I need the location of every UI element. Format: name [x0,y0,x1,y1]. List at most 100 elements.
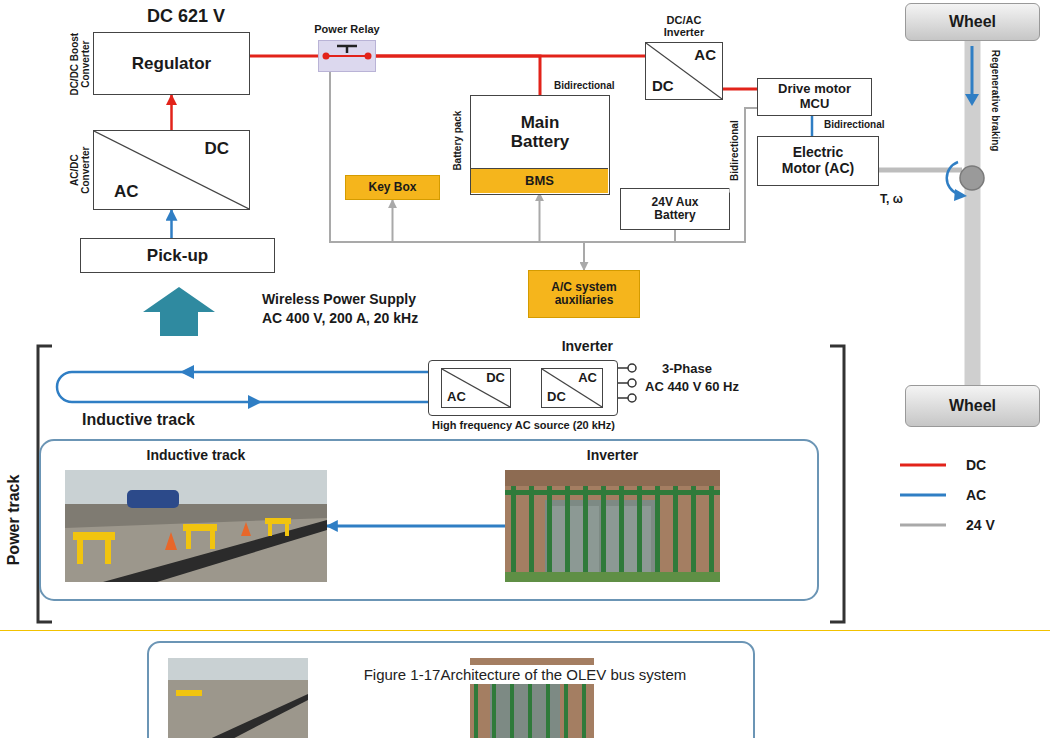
node-text: Power Relay [294,23,400,35]
node-text: DC [652,78,674,95]
separator-line [0,630,1050,631]
ac-line [811,116,814,136]
legend-item: AC [898,486,986,504]
legend-text: 24 V [966,517,995,533]
legend-swatch-box [898,456,948,474]
torque-arrow [947,162,958,194]
relay-symbol [319,41,375,71]
converter-box: AC DC [541,368,603,408]
inductive-track-loop [57,372,428,402]
annotation-label: DC/DC Boost Converter [69,28,91,100]
aux-battery-box: 24V Aux Battery [620,188,730,230]
battery-box: Main BatteryBMS [470,95,610,195]
wheel: Wheel [905,385,1040,427]
legend-swatch-box [898,486,948,504]
inverter-photo-frame: Inverter [505,470,720,582]
annotation-label: Inductive track [82,411,195,429]
dc-line [723,88,757,91]
node-text: BMS [525,174,554,189]
node-text: Pick-up [147,246,208,265]
inverter-box: InverterDCACACDC [428,360,618,416]
auxiliaries-box: A/C system auxiliaries [528,270,640,318]
node-text: Inductive track [65,448,327,464]
torque-arrowhead [954,189,967,201]
edge-label: Bidirectional [822,119,887,130]
annotation-label: 3-Phase [662,362,712,377]
node-text: Main Battery [496,113,584,151]
inverter-box: DC/AC InverterACDC [645,42,723,100]
wireless-power-arrow [143,287,215,336]
annotation-label: AC 440 V 60 Hz [645,380,739,395]
wheel: Wheel [905,3,1040,41]
node-text: DC [204,139,229,158]
dc-line [376,55,645,58]
legend-item: DC [898,456,986,474]
node-text: A/C system auxiliaries [534,281,634,308]
legend-swatch [900,494,946,497]
annotation-label: Battery pack [452,100,463,180]
node-text: Electric Motor (AC) [772,145,864,176]
node-text: DC [486,371,505,386]
legend-swatch [900,524,946,527]
bms-band: BMS [471,168,608,193]
three-phase-terminals [618,364,636,402]
node-text: DC [547,390,566,405]
annotation-label: High frequency AC source (20 kHz) [432,419,615,431]
regulator-box: Regulator [93,32,250,95]
node-text: Wheel [949,397,996,415]
track-photo-frame: Inductive track [65,470,327,582]
node-text: Regulator [132,54,211,73]
node-text: AC [578,371,597,386]
annotation-label: DC 621 V [147,6,225,26]
node-text: Drive motor MCU [766,82,864,111]
inverter-photo [505,470,720,582]
mcu-box: Drive motor MCU [757,78,872,116]
legend-swatch-box [898,516,948,534]
legend-text: DC [966,457,986,473]
node-text: DC/AC Inverter [646,14,722,39]
node-text: Wheel [949,13,996,31]
duplicate-photo-strip [148,642,754,738]
ac-line [327,525,505,528]
ac-line [170,210,173,238]
annotation-label: AC/DC Converter [69,134,91,206]
annotation-label: AC 400 V, 200 A, 20 kHz [262,311,418,327]
regen-arrowhead [965,94,979,106]
aux-24v-line [584,230,675,270]
power-relay: Power Relay [318,40,376,72]
axle-hub [960,166,984,190]
legend-swatch [900,464,946,467]
dc-line [376,56,540,95]
edge-label: Bidirectional [552,80,617,91]
key-box: Key Box [345,175,440,200]
legend-item: 24 V [898,516,995,534]
dc-line [170,95,173,130]
annotation-label: Power track [5,445,23,595]
node-text: AC [447,390,466,405]
photo-panel [40,440,818,600]
node-text: AC [114,182,139,201]
track-arrow [180,365,194,379]
regen-arrow [971,46,974,96]
edge-label: Bidirectional [729,108,740,192]
track-photo [65,470,327,582]
node-text: Inverter [562,339,613,355]
track-arrow [248,395,262,409]
pickup-box: Pick-up [80,238,275,273]
node-text: Key Box [368,181,416,194]
legend-text: AC [966,487,986,503]
figure-caption: Figure 1-17Architecture of the OLEV bus … [359,665,692,684]
axle-bar [965,41,981,385]
annotation-label: Wireless Power Supply [262,292,416,308]
motor-box: Electric Motor (AC) [757,136,879,186]
converter-box: DC AC [441,368,511,408]
node-text: AC [694,47,716,64]
node-text: 24V Aux Battery [639,196,711,223]
annotation-label: T, ω [880,193,903,206]
annotation-label: Regenerative braking [989,40,1000,160]
converter-box: DC AC [93,130,250,210]
dc-line [250,55,318,58]
bracket [830,346,844,622]
node-text: Inverter [505,448,720,464]
